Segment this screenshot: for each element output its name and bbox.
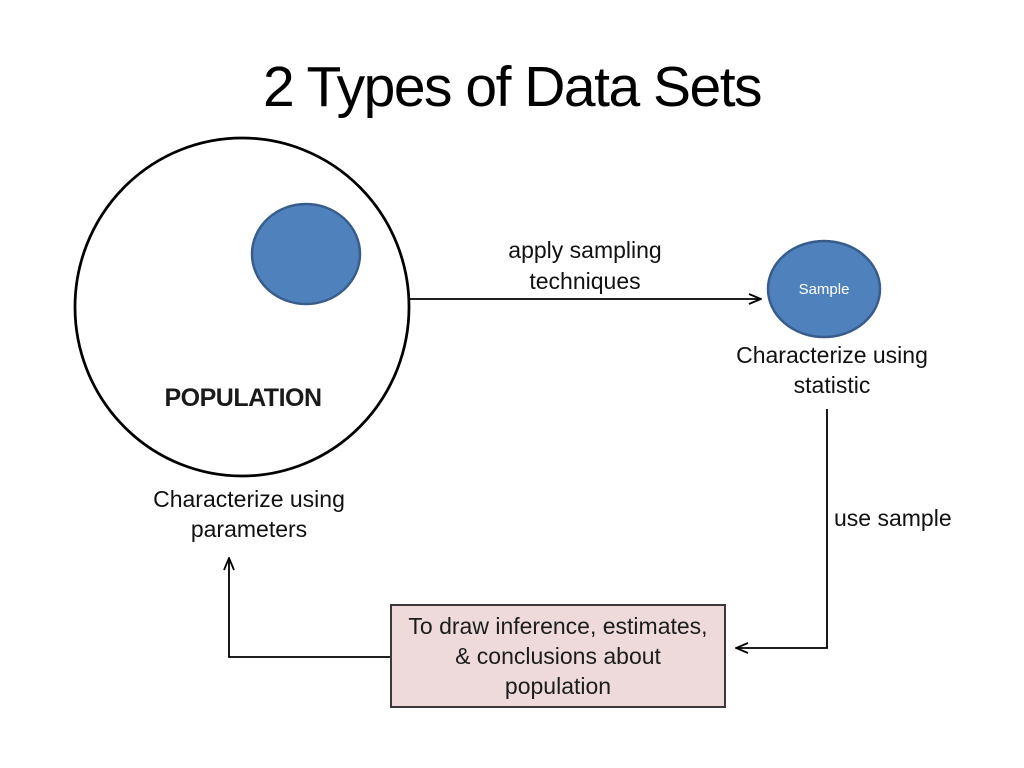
inference-box-line3: population — [504, 673, 612, 699]
inference-box: To draw inference, estimates, & conclusi… — [390, 604, 726, 708]
inference-box-line1: To draw inference, estimates, — [408, 613, 708, 639]
apply-sampling-label-line1: apply sampling — [508, 237, 662, 263]
population-subset-circle — [250, 202, 362, 306]
sample-caption: Characterize using statistic — [736, 340, 928, 400]
population-circle — [73, 136, 411, 478]
arrow-inference-to-parameters — [229, 559, 390, 658]
arrow-use-sample — [737, 409, 828, 648]
page-title: 2 Types of Data Sets — [262, 55, 763, 119]
inference-box-line2: & conclusions about — [455, 643, 661, 669]
population-caption-line1: Characterize using — [153, 486, 345, 512]
use-sample-label: use sample — [834, 505, 952, 531]
population-caption: Characterize using parameters — [153, 484, 345, 544]
population-caption-line2: parameters — [190, 516, 308, 542]
sample-circle — [766, 239, 882, 339]
sample-label: Sample — [798, 281, 850, 298]
population-label: POPULATION — [164, 384, 322, 412]
sample-caption-line1: Characterize using — [736, 342, 928, 368]
apply-sampling-label: apply sampling techniques — [508, 235, 661, 297]
sample-caption-line2: statistic — [793, 372, 871, 398]
apply-sampling-label-line2: techniques — [529, 268, 641, 294]
